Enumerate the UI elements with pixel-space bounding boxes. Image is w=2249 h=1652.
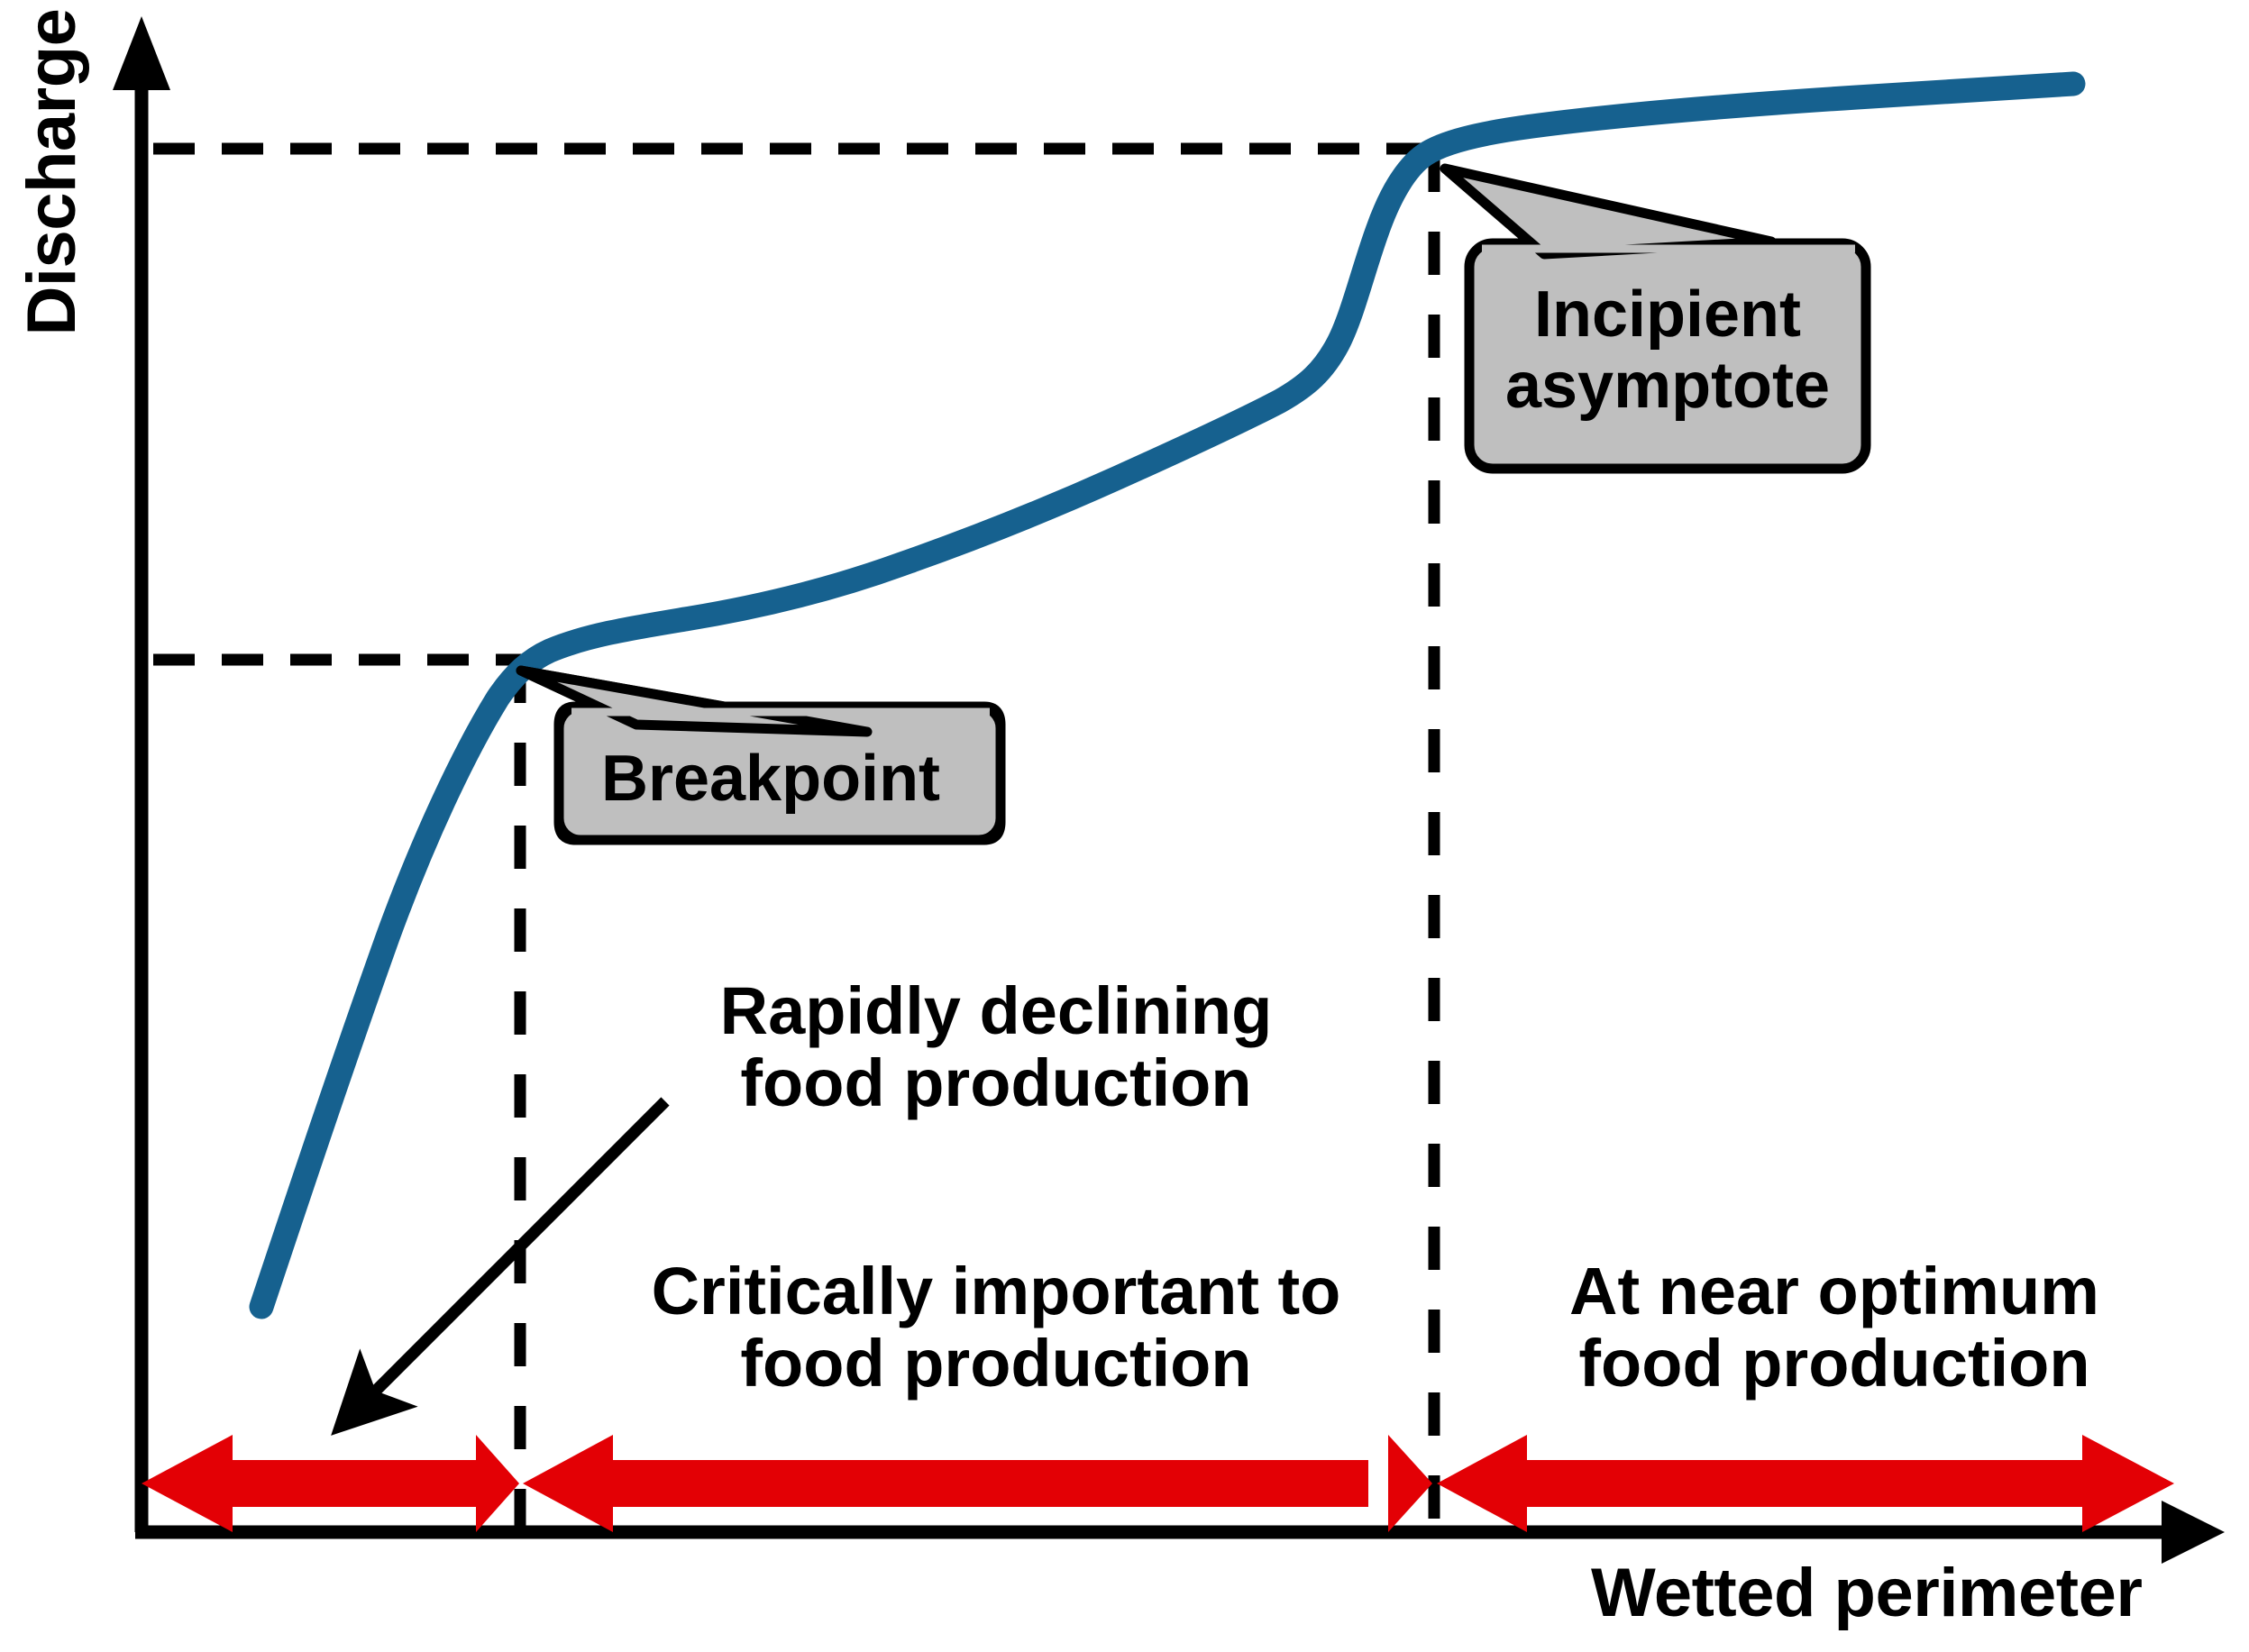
annotation-critically-important: Critically important to food production — [651, 1254, 1341, 1401]
x-axis-label: Wetted perimeter — [1591, 1555, 2143, 1631]
region-arrow-critical — [523, 1435, 1432, 1532]
rapid-decline-pointer-arrow — [331, 1097, 670, 1436]
region-arrow-optimum — [1437, 1435, 2174, 1532]
region-arrow-rapid-decline — [142, 1435, 519, 1532]
annotation-near-optimum: At near optimum food production — [1569, 1254, 2099, 1401]
annotation-rapid-decline: Rapidly declining food production — [719, 973, 1273, 1120]
y-axis-label: Discharge — [13, 8, 90, 336]
callout-incipient-asymptote[interactable] — [1440, 163, 1871, 474]
callout-breakpoint[interactable] — [516, 665, 1006, 845]
y-axis — [113, 16, 170, 1532]
x-axis — [135, 1501, 2225, 1564]
discharge-curve — [249, 71, 2086, 1319]
region-arrows — [142, 1435, 2174, 1532]
reference-lines — [153, 142, 1440, 1532]
callout-incipient-asymptote-label: Incipient asymptote — [1504, 278, 1831, 423]
callout-breakpoint-label: Breakpoint — [600, 743, 941, 815]
